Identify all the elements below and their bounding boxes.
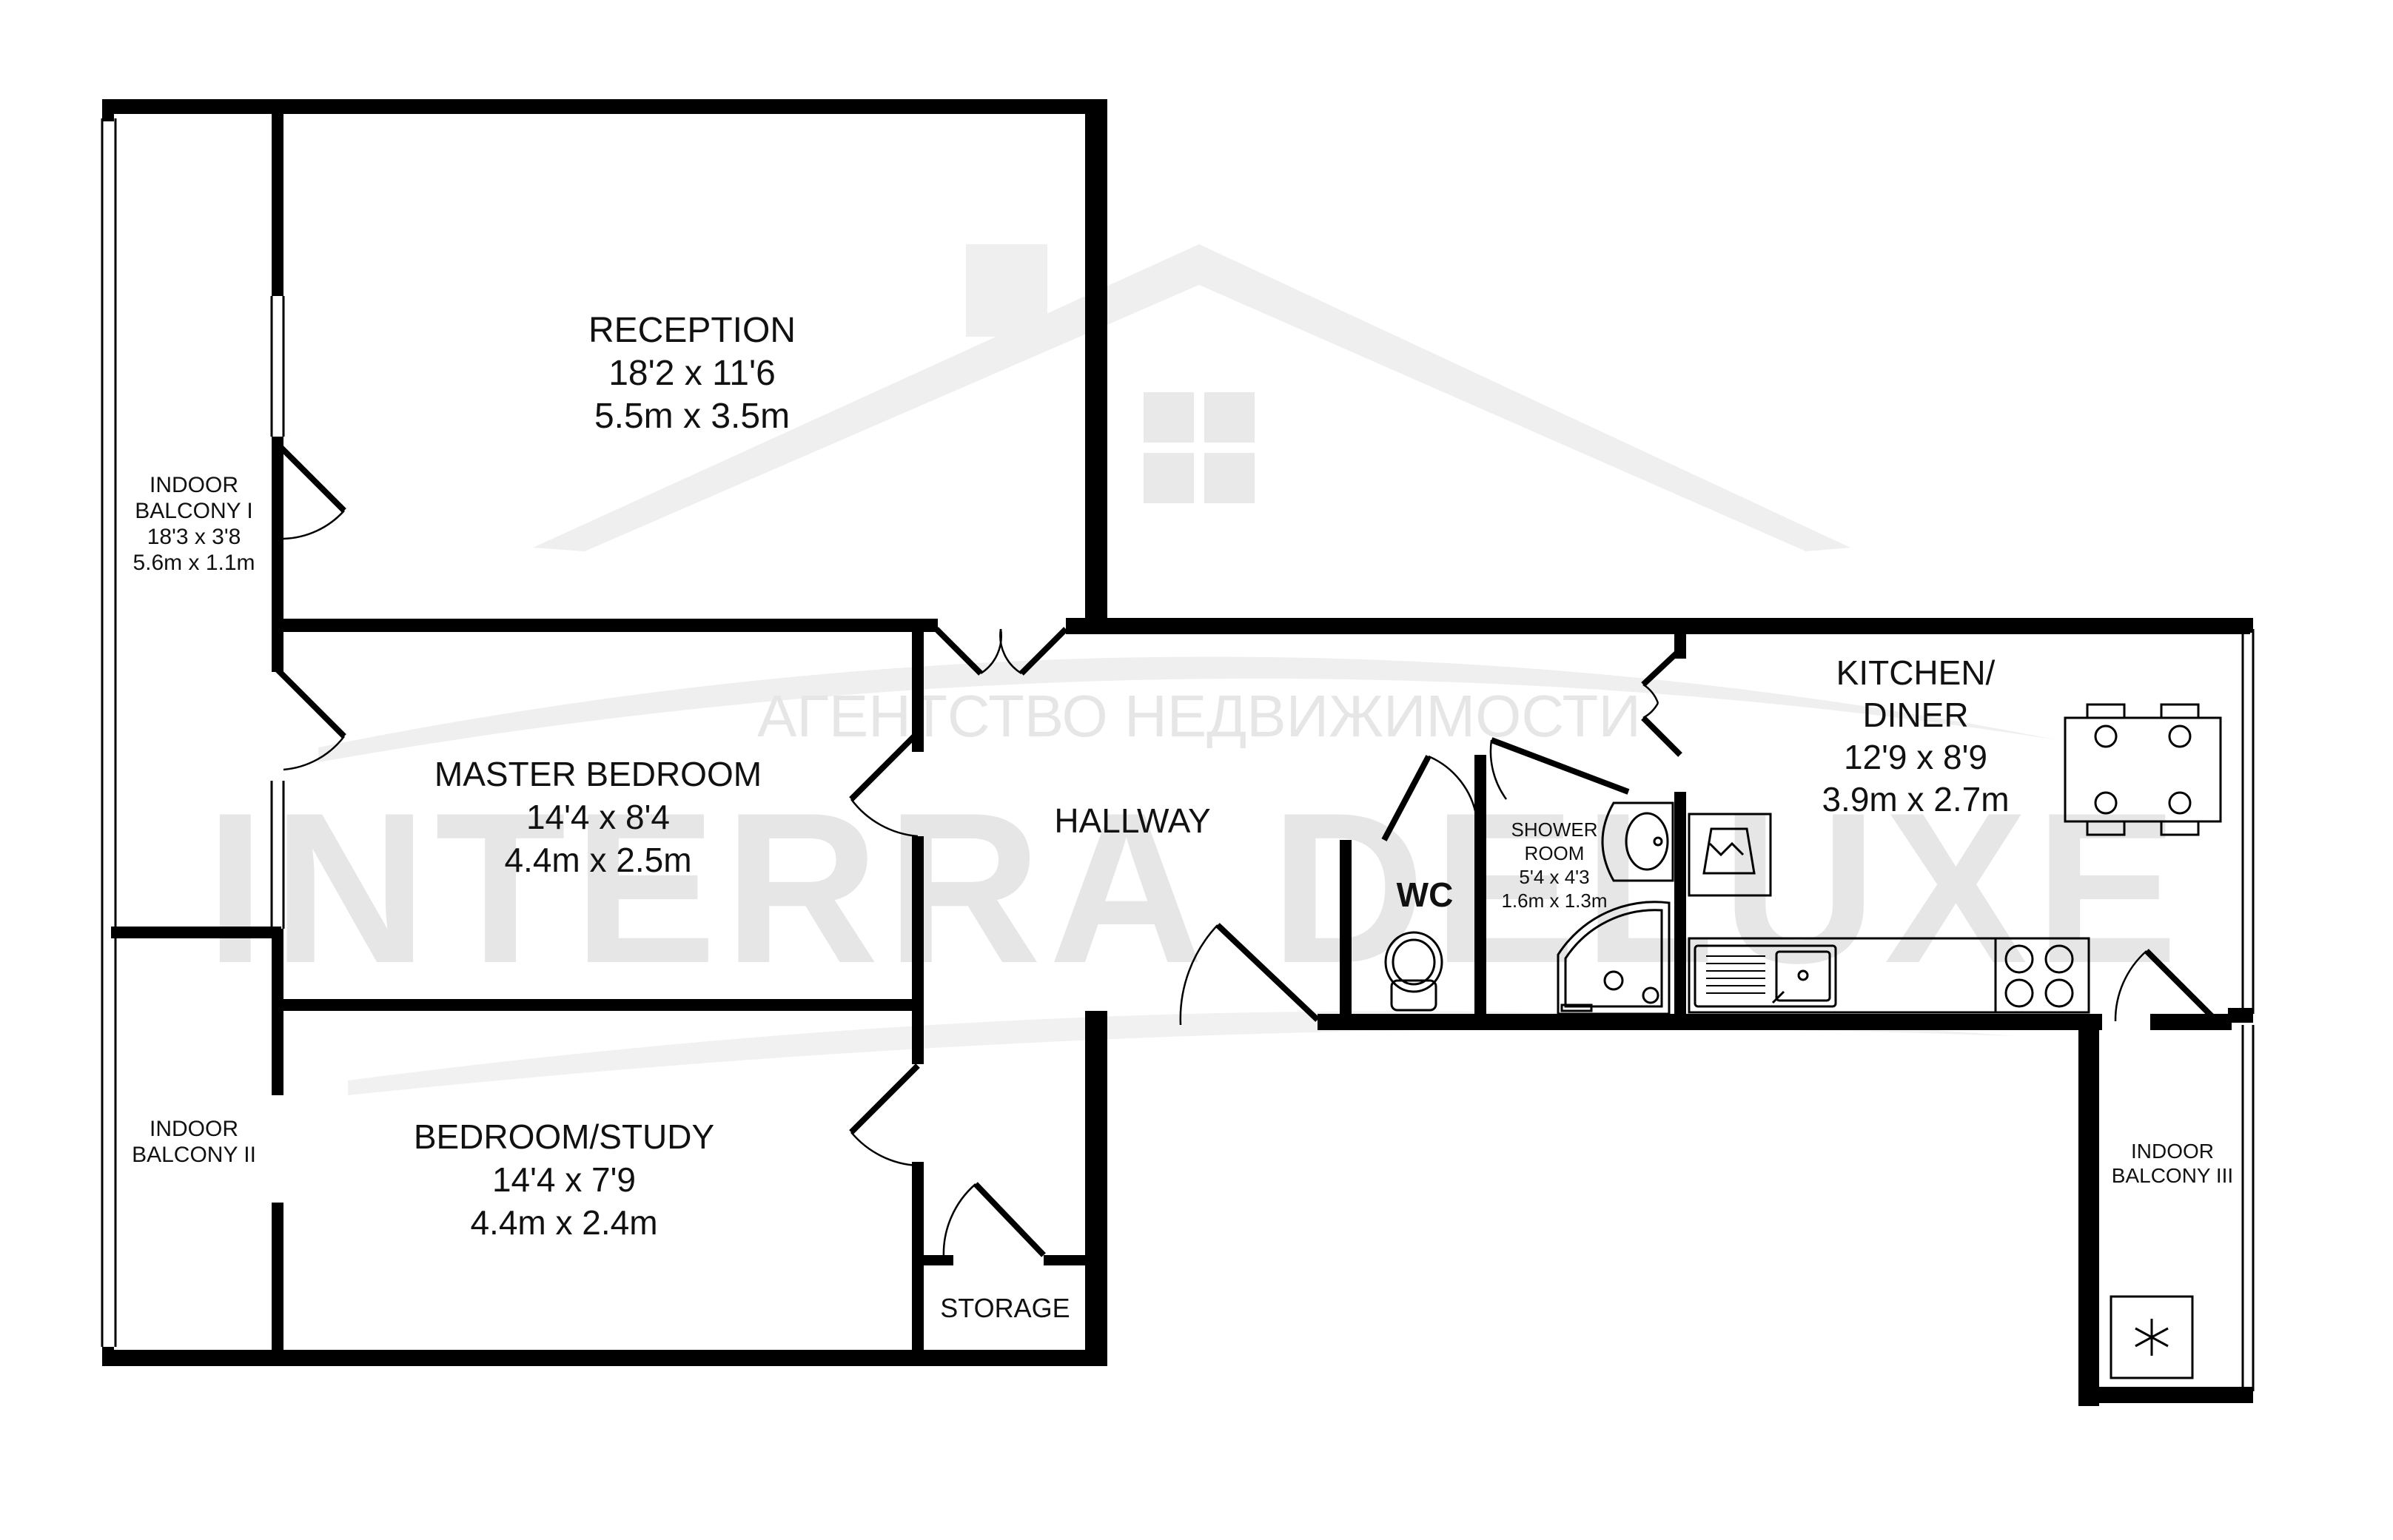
wall-kitchen-right-top	[2243, 618, 2253, 633]
wall-kitchen-bottom-right	[2150, 1014, 2232, 1030]
door-bedroom-study	[849, 1063, 920, 1167]
master-bedroom-name: MASTER BEDROOM	[434, 755, 762, 793]
door-wc	[1381, 755, 1478, 841]
bedroom-study-imperial: 14'4 x 7'9	[492, 1160, 636, 1199]
kitchen-name-2: DINER	[1862, 696, 1968, 734]
wall-left-bottom-cap	[102, 1347, 114, 1366]
door-front	[1179, 923, 1320, 1026]
door-master-bedroom	[849, 730, 920, 838]
door-hallway-reception	[934, 627, 1068, 676]
doors	[275, 442, 2215, 1259]
door-balcony-3	[2114, 949, 2215, 1022]
wc-name: WC	[1397, 875, 1454, 914]
hallway-name: HALLWAY	[1054, 801, 1210, 840]
wall-master-bottom	[272, 999, 923, 1011]
shower-tray-icon	[1557, 901, 1671, 1015]
wall-left-upper	[272, 99, 283, 296]
watermark-brand: INTERRA DELUXE	[206, 768, 2186, 1008]
balcony-1-name-2: BALCONY I	[135, 499, 253, 523]
watermark-swoosh	[318, 656, 2058, 762]
master-bedroom-metric: 4.4m x 2.5m	[504, 841, 691, 879]
reception-metric: 5.5m x 3.5m	[594, 397, 790, 436]
bedroom-study-name: BEDROOM/STUDY	[414, 1117, 714, 1156]
balcony-2-name-2: BALCONY II	[132, 1143, 256, 1167]
kitchen-name-1: KITCHEN/	[1836, 653, 1996, 692]
wall-left-top-cap	[102, 99, 114, 121]
wall-hallway-top	[1066, 618, 2250, 634]
wall-balcony3-left	[2078, 1021, 2099, 1406]
watermark-swoosh-lower	[348, 1011, 2013, 1095]
wall-left-bottom	[272, 1203, 283, 1358]
watermark-subtitle: АГЕНТСТВО НЕДВИЖИМОСТИ	[757, 683, 1641, 749]
wall-storage-top-right	[1044, 1255, 1107, 1265]
dining-table-icon	[2064, 703, 2222, 836]
reception-name: RECEPTION	[588, 311, 796, 350]
wall-kitchen-right-bottom	[2228, 1008, 2253, 1023]
wall-left-mid2	[272, 628, 283, 672]
freezer-icon	[2110, 1295, 2194, 1379]
kitchen-imperial: 12'9 x 8'9	[1844, 738, 1987, 776]
door-shower	[1489, 737, 1630, 800]
wall-top	[102, 99, 1107, 114]
wall-shower-right	[1674, 792, 1686, 1021]
watermark: АГЕНТСТВО НЕДВИЖИМОСТИ INTERRA DELUXE	[206, 244, 2186, 1095]
balcony-3-name-2: BALCONY III	[2112, 1164, 2233, 1187]
balcony-3-name-1: INDOOR	[2131, 1140, 2214, 1163]
fixtures	[1384, 703, 2222, 1379]
wall-wc-left	[1340, 840, 1352, 1025]
room-labels: RECEPTION 18'2 x 11'6 5.5m x 3.5m MASTER…	[132, 311, 2233, 1323]
door-kitchen	[1641, 648, 1682, 757]
wall-balcony-divider	[111, 927, 281, 938]
watermark-chimney	[966, 244, 1047, 337]
bedroom-study-metric: 4.4m x 2.4m	[470, 1203, 657, 1242]
kitchen-metric: 3.9m x 2.7m	[1822, 780, 2009, 818]
wall-bottom	[110, 1350, 1107, 1366]
shower-room-imperial: 5'4 x 4'3	[1519, 866, 1589, 888]
wall-balcony3-bottom	[2078, 1387, 2253, 1403]
wall-study-right-bottom	[912, 1162, 924, 1362]
wall-study-right-top	[912, 1011, 924, 1064]
balcony-1-imperial: 18'3 x 3'8	[147, 525, 241, 549]
walls	[102, 99, 2253, 1406]
windows	[101, 118, 2255, 1391]
storage-name: STORAGE	[940, 1293, 1070, 1323]
reception-imperial: 18'2 x 11'6	[608, 354, 776, 393]
balcony-1-metric: 5.6m x 1.1m	[132, 551, 255, 575]
wall-wc-shower-divider	[1474, 755, 1486, 1025]
wall-reception-bottom	[272, 619, 938, 632]
wall-master-right-bottom	[912, 836, 924, 1014]
balcony-2-name-1: INDOOR	[150, 1117, 238, 1141]
wall-hallway-lower-right	[1085, 1011, 1107, 1366]
basin-icon	[1601, 801, 1674, 882]
door-master-balcony	[275, 668, 346, 771]
toilet-icon	[1384, 931, 1443, 1012]
hob-icon	[1994, 937, 2090, 1014]
wall-master-right-top	[912, 619, 924, 752]
wall-reception-right	[1085, 99, 1107, 632]
washing-machine-icon	[1688, 813, 1772, 897]
shower-room-metric: 1.6m x 1.3m	[1501, 890, 1607, 912]
balcony-1-name-1: INDOOR	[150, 473, 238, 497]
wall-left-lower	[272, 929, 283, 1095]
shower-room-name-2: ROOM	[1525, 842, 1585, 864]
master-bedroom-imperial: 14'4 x 8'4	[526, 798, 670, 836]
wall-left-mid	[272, 437, 283, 622]
shower-room-name-1: SHOWER	[1511, 818, 1598, 841]
door-reception-balcony	[275, 442, 346, 540]
door-storage	[942, 1182, 1046, 1259]
watermark-window-icon	[1144, 392, 1255, 503]
wall-kitchen-bottom	[1318, 1014, 2102, 1030]
sink-icon	[1694, 944, 1837, 1008]
wall-storage-top	[924, 1255, 953, 1265]
